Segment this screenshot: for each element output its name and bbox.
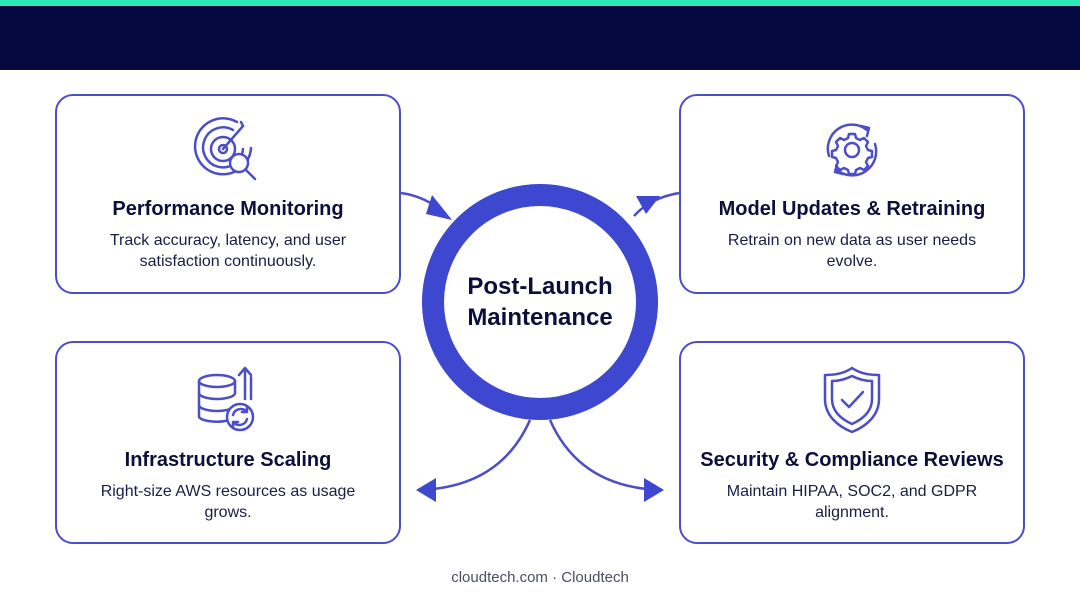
- arrowhead-infrastructure: [416, 478, 436, 502]
- arrow-hub-to-security: [548, 419, 663, 492]
- shield-check-icon: [823, 366, 881, 434]
- footer-attribution: cloudtech.com · Cloudtech: [451, 569, 629, 586]
- center-hub-ring: Post-Launch Maintenance: [422, 184, 658, 420]
- card-description: Retrain on new data as user needs evolve…: [727, 232, 977, 270]
- card-title: Infrastructure Scaling: [124, 449, 332, 471]
- card-description: Maintain HIPAA, SOC2, and GDPR alignment…: [726, 483, 978, 521]
- card-performance-monitoring: Performance Monitoring Track accuracy, l…: [55, 94, 401, 294]
- arrowhead-model-updates: [636, 196, 660, 214]
- card-title: Security & Compliance Reviews: [700, 449, 1004, 471]
- card-security-compliance: Security & Compliance Reviews Maintain H…: [679, 341, 1025, 544]
- top-accent-bar: [0, 0, 1080, 6]
- card-model-updates: Model Updates & Retraining Retrain on ne…: [679, 94, 1025, 294]
- card-title: Performance Monitoring: [112, 198, 344, 220]
- radar-magnifier-icon: [193, 117, 257, 181]
- card-title: Model Updates & Retraining: [718, 198, 986, 220]
- arrow-hub-to-infrastructure: [417, 419, 532, 492]
- center-hub-label: Post-Launch Maintenance: [467, 273, 613, 331]
- gear-cycle-icon: [826, 123, 878, 177]
- database-scaling-icon: [197, 366, 255, 432]
- card-description: Right-size AWS resources as usage grows.: [100, 483, 356, 521]
- arrowhead-monitoring: [426, 195, 452, 220]
- header-band: [0, 6, 1080, 70]
- arrowhead-security: [644, 478, 664, 502]
- card-description: Track accuracy, latency, and user satisf…: [109, 232, 347, 270]
- card-infrastructure-scaling: Infrastructure Scaling Right-size AWS re…: [55, 341, 401, 544]
